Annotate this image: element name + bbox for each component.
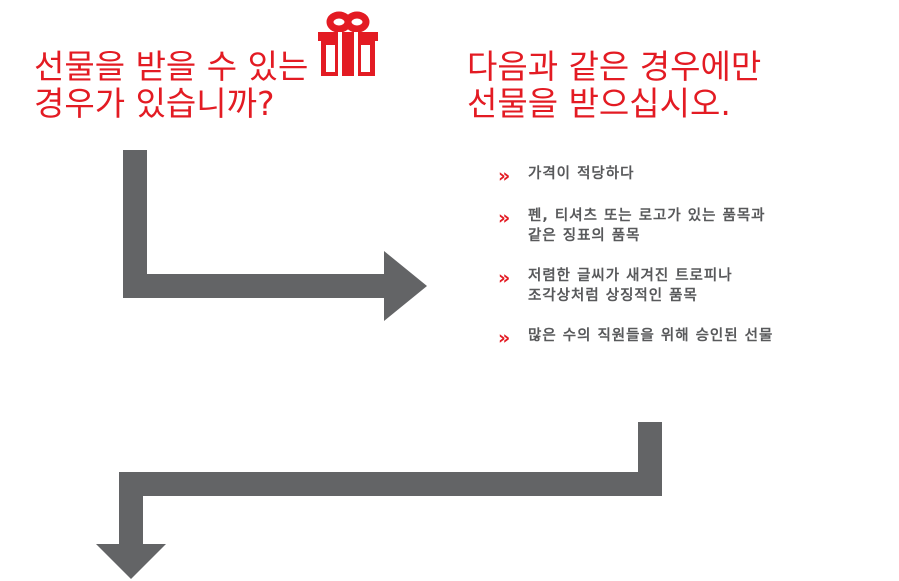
list-item: » 가격이 적당하다	[498, 164, 773, 186]
question-line-2: 경우가 있습니까?	[34, 84, 275, 123]
double-chevron-icon: »	[498, 207, 511, 229]
question-line-1: 선물을 받을 수 있는	[34, 47, 309, 86]
criteria-text: 가격이 적당하다	[528, 166, 635, 182]
question-heading: 선물을 받을 수 있는 경우가 있습니까?	[34, 48, 308, 122]
answer-line-2: 선물을 받으십시오.	[467, 84, 731, 123]
list-item: » 많은 수의 직원들을 위해 승인된 선물	[498, 326, 773, 348]
gift-icon	[318, 11, 378, 76]
criteria-text: 펜, 티셔츠 또는 로고가 있는 품목과 같은 징표의 품목	[528, 208, 766, 244]
list-item: » 저렴한 글씨가 새겨진 트로피나 조각상처럼 상징적인 품목	[498, 266, 773, 306]
arrow-continue	[96, 422, 662, 579]
list-item: » 펜, 티셔츠 또는 로고가 있는 품목과 같은 징표의 품목	[498, 206, 773, 246]
double-chevron-icon: »	[498, 267, 511, 289]
answer-line-1: 다음과 같은 경우에만	[467, 47, 762, 86]
criteria-list: » 가격이 적당하다 » 펜, 티셔츠 또는 로고가 있는 품목과 같은 징표의…	[498, 164, 773, 368]
double-chevron-icon: »	[498, 327, 511, 349]
arrow-to-answer	[123, 150, 427, 321]
criteria-text: 저렴한 글씨가 새겨진 트로피나 조각상처럼 상징적인 품목	[528, 268, 733, 304]
criteria-text: 많은 수의 직원들을 위해 승인된 선물	[528, 328, 774, 344]
double-chevron-icon: »	[498, 165, 511, 187]
answer-heading: 다음과 같은 경우에만 선물을 받으십시오.	[467, 48, 761, 122]
